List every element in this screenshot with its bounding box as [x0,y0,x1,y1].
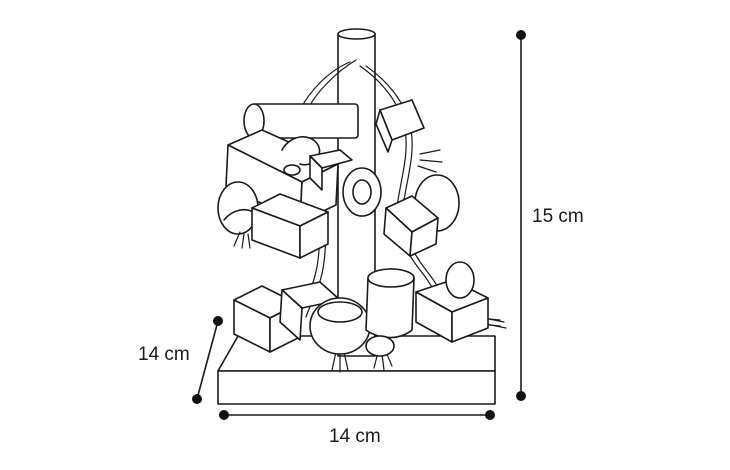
width-right-marker [485,410,495,420]
depth-top-marker [213,316,223,326]
block-lower-center-right [365,268,415,339]
wooden-disc-center [342,167,382,217]
height-dimension: 15 cm [516,30,584,401]
block-lower-right [415,279,489,343]
height-top-marker [516,30,526,40]
width-label: 14 cm [329,426,381,447]
height-bottom-marker [516,391,526,401]
wooden-disc-lower-right [365,335,395,357]
block-left-lower [251,193,329,259]
block-top-right [375,99,425,153]
height-label: 15 cm [532,206,584,227]
block-small-center [309,149,353,191]
depth-dimension-line [196,320,219,400]
upper-log [243,103,359,139]
wooden-disc-lower-right-edge [445,261,475,299]
block-right-middle [383,174,460,257]
width-left-marker [219,410,229,420]
depth-bottom-marker [192,394,202,404]
wooden-disc-lower-center [309,297,371,355]
width-dimension: 14 cm [219,410,495,447]
bird-toy-illustration [217,28,507,405]
depth-label: 14 cm [138,344,190,365]
depth-dimension: 14 cm [138,316,223,404]
